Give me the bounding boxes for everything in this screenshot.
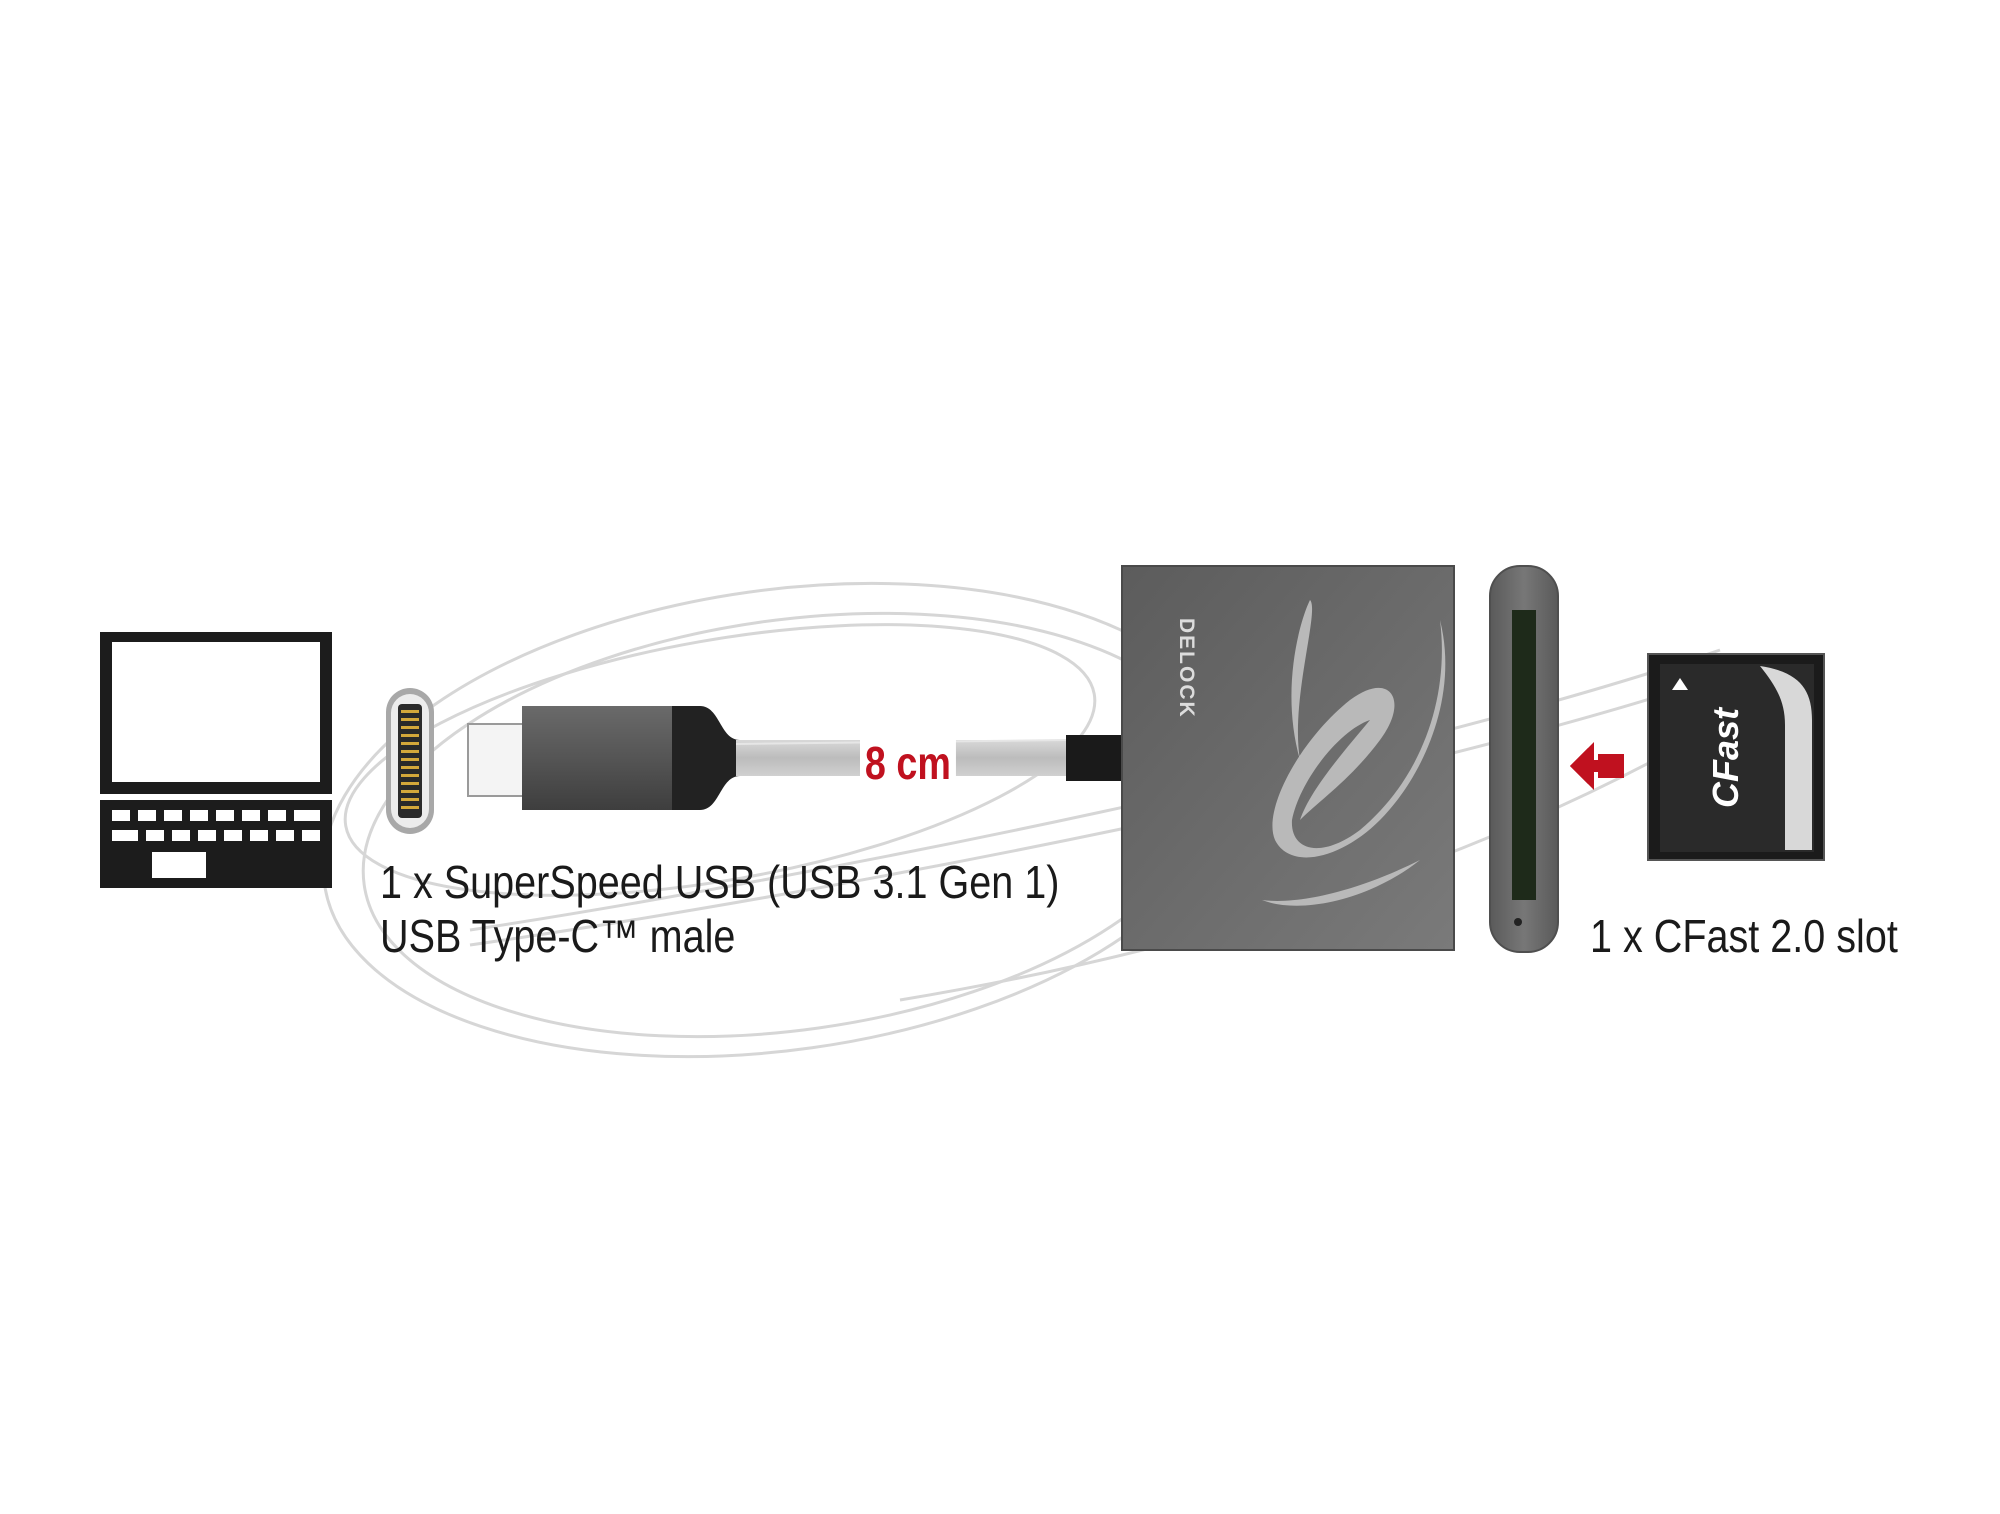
cfast-slot-side-view [1489,565,1559,953]
laptop-icon [100,632,332,888]
cable-length-label: 8 cm [860,736,956,790]
arrow-left-icon [1570,742,1624,790]
device-swirl-logo [1262,600,1446,906]
brand-logo-text: DELOCK [1175,618,1198,719]
cfast-card-icon: CFast [1647,653,1825,861]
usb-c-plug [467,706,740,810]
usb-connector-label: USB Type-C™ male [380,910,736,962]
usb-spec-label: 1 x SuperSpeed USB (USB 3.1 Gen 1) [380,856,1060,908]
cfast-slot-label: 1 x CFast 2.0 slot [1590,910,1898,962]
card-reader-device [1121,565,1455,951]
cfast-card-label: CFast [1705,706,1746,808]
usb-c-port-icon [386,688,434,834]
